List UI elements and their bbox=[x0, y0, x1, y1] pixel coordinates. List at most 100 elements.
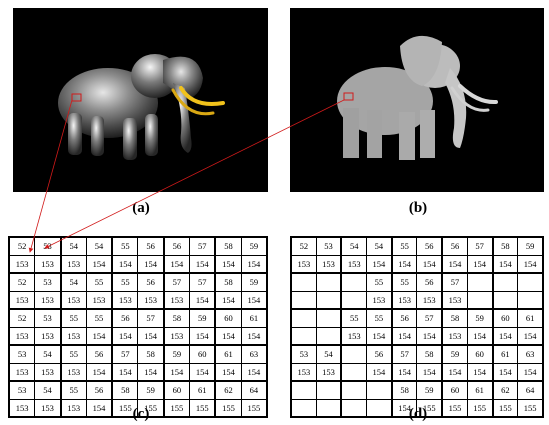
pixel-value-cell: 153 bbox=[441, 326, 468, 346]
pixel-value-cell: 153 bbox=[340, 254, 368, 274]
pixel-value-cell: 63 bbox=[240, 344, 268, 364]
pixel-value-cell: 153 bbox=[34, 290, 62, 310]
pixel-value-cell: 154 bbox=[240, 326, 268, 346]
pixel-value-cell: 57 bbox=[466, 236, 494, 256]
pixel-value-cell: 52 bbox=[8, 308, 36, 328]
pixel-value-cell: 154 bbox=[189, 326, 216, 346]
pixel-value-cell: 153 bbox=[34, 398, 62, 418]
pixel-value-cell: 59 bbox=[189, 308, 216, 328]
pixel-value-cell: 153 bbox=[137, 290, 165, 310]
pixel-value-cell: 154 bbox=[366, 326, 393, 346]
pixel-value-cell bbox=[315, 308, 342, 328]
pixel-value-cell: 54 bbox=[59, 236, 87, 256]
pixel-value-cell: 153 bbox=[34, 254, 62, 274]
caption-d: (d) bbox=[408, 406, 428, 422]
pixel-value-cell: 153 bbox=[390, 290, 418, 310]
pixel-value-cell: 54 bbox=[315, 344, 342, 364]
pixel-value-cell bbox=[289, 272, 317, 292]
pixel-value-cell: 154 bbox=[214, 254, 242, 274]
pixel-value-cell: 153 bbox=[162, 290, 191, 310]
sample-region-marker-b bbox=[343, 92, 354, 101]
pixel-value-cell bbox=[340, 290, 368, 310]
pixel-value-cell: 61 bbox=[466, 380, 494, 400]
pixel-value-cell: 54 bbox=[34, 344, 62, 364]
pixel-value-cell bbox=[289, 380, 317, 400]
pixel-value-cell bbox=[315, 398, 342, 418]
pixel-value-cell: 154 bbox=[137, 362, 165, 382]
pixel-value-cell: 60 bbox=[491, 308, 519, 328]
pixel-value-cell bbox=[289, 308, 317, 328]
pixel-value-cell: 61 bbox=[214, 344, 242, 364]
pixel-value-cell: 58 bbox=[416, 344, 443, 364]
pixel-value-cell: 153 bbox=[85, 290, 113, 310]
pixel-value-cell: 56 bbox=[366, 344, 393, 364]
pixel-value-cell: 56 bbox=[85, 380, 113, 400]
pixel-value-cell: 57 bbox=[441, 272, 468, 292]
pixel-value-cell: 53 bbox=[8, 344, 36, 364]
pixel-value-cell bbox=[340, 362, 368, 382]
pixel-value-cell bbox=[466, 290, 494, 310]
pixel-value-cell: 59 bbox=[416, 380, 443, 400]
pixel-value-cell: 58 bbox=[491, 236, 519, 256]
pixel-value-cell: 155 bbox=[466, 398, 494, 418]
pixel-value-cell: 57 bbox=[189, 272, 216, 292]
pixel-value-cell bbox=[315, 272, 342, 292]
pixel-value-cell: 56 bbox=[390, 308, 418, 328]
pixel-value-cell: 61 bbox=[189, 380, 216, 400]
caption-b: (b) bbox=[408, 200, 428, 216]
pixel-value-cell: 155 bbox=[240, 398, 268, 418]
pixel-value-cell: 58 bbox=[441, 308, 468, 328]
pixel-value-cell bbox=[466, 272, 494, 292]
caption-c: (c) bbox=[132, 406, 150, 422]
pixel-value-cell: 153 bbox=[162, 326, 191, 346]
pixel-value-cell: 155 bbox=[189, 398, 216, 418]
pixel-value-cell: 155 bbox=[517, 398, 545, 418]
pixel-value-cell: 53 bbox=[34, 236, 62, 256]
pixel-value-cell: 58 bbox=[162, 308, 191, 328]
pixel-value-cell: 55 bbox=[111, 272, 139, 292]
depth-silhouette bbox=[337, 35, 498, 160]
pixel-value-cell bbox=[340, 272, 368, 292]
pixel-value-cell: 153 bbox=[59, 362, 87, 382]
pixel-value-cell: 154 bbox=[390, 398, 418, 418]
pixel-value-cell: 55 bbox=[85, 308, 113, 328]
pixel-value-cell: 153 bbox=[8, 254, 36, 274]
pixel-value-cell: 154 bbox=[416, 326, 443, 346]
pixel-value-cell: 64 bbox=[517, 380, 545, 400]
pixel-value-cell: 55 bbox=[390, 272, 418, 292]
pixel-value-cell: 58 bbox=[214, 272, 242, 292]
pixel-value-cell: 53 bbox=[34, 272, 62, 292]
pixel-value-cell: 59 bbox=[517, 236, 545, 256]
pixel-value-cell: 57 bbox=[189, 236, 216, 256]
pixel-value-cell: 155 bbox=[162, 398, 191, 418]
pixel-value-cell: 154 bbox=[189, 254, 216, 274]
pixel-value-cell: 59 bbox=[162, 344, 191, 364]
pixel-value-cell: 154 bbox=[517, 326, 545, 346]
pixel-value-cell: 61 bbox=[517, 308, 545, 328]
pixel-value-cell: 153 bbox=[315, 362, 342, 382]
caption-a: (a) bbox=[132, 200, 150, 216]
pixel-value-cell: 56 bbox=[137, 272, 165, 292]
pixel-value-cell: 55 bbox=[111, 236, 139, 256]
pixel-value-cell: 58 bbox=[390, 380, 418, 400]
pixel-value-cell: 154 bbox=[214, 362, 242, 382]
pixel-value-cell: 154 bbox=[416, 362, 443, 382]
pixel-value-cell: 154 bbox=[240, 362, 268, 382]
pixel-value-cell: 153 bbox=[59, 326, 87, 346]
pixel-value-cell bbox=[289, 290, 317, 310]
pixel-value-cell: 54 bbox=[85, 236, 113, 256]
pixel-value-cell: 52 bbox=[8, 272, 36, 292]
pixel-value-cell: 62 bbox=[214, 380, 242, 400]
pixel-value-cell: 59 bbox=[441, 344, 468, 364]
pixel-value-cell bbox=[340, 380, 368, 400]
pixel-value-cell: 56 bbox=[416, 236, 443, 256]
